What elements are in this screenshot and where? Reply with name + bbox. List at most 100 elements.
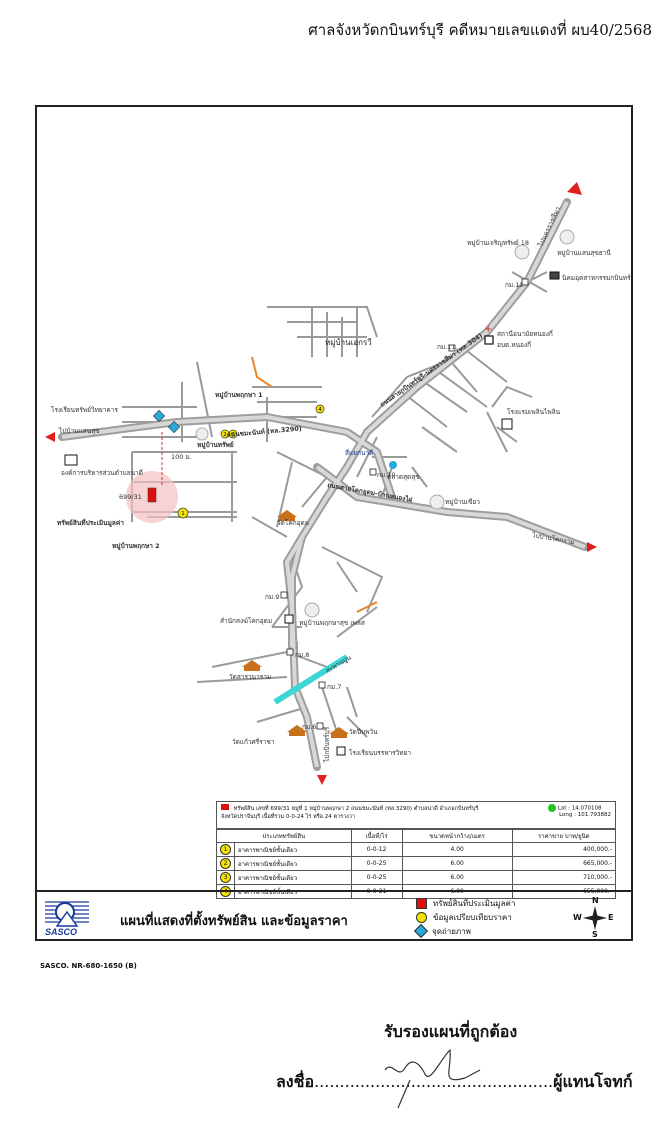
case-header: ศาลจังหวัดกบินทร์บุรี คดีหมายเลขแดงที่ ผ… bbox=[308, 21, 652, 39]
label-nongki-hosp: สถานีอนามัยหนองกี่ bbox=[497, 329, 553, 338]
cert-suffix: ผู้แทนโจทก์ bbox=[553, 1072, 633, 1091]
col-type: ประเภททรัพย์สิน bbox=[216, 829, 352, 843]
km-8: กม.8 bbox=[295, 651, 309, 659]
property-desc2: จังหวัดปราจีนบุรี เนื้อที่รวม 0-0-24 ไร่… bbox=[221, 814, 356, 820]
subject-marker bbox=[147, 487, 157, 503]
label-nikhom: นิคมอุตสาหกรรมกบินทร์บุรี bbox=[562, 274, 631, 282]
label-resort: โรงแรมเพลินไพลิน bbox=[507, 408, 561, 416]
row-front: 6.00 bbox=[401, 856, 513, 871]
label-junction: สี่แยกนาดี bbox=[345, 448, 373, 457]
compass-s: S bbox=[592, 930, 598, 939]
canal bbox=[273, 654, 349, 705]
label-ekkari: หมู่บ้านเอกรวี bbox=[325, 338, 372, 348]
label-wat-pv: วัดปีบพวัน bbox=[349, 728, 378, 736]
compass-w: W bbox=[573, 913, 582, 922]
village-icons bbox=[195, 229, 575, 618]
price-table: ประเภททรัพย์สิน เนื้อที่/ไร่ ขนาดหน้ากว้… bbox=[216, 829, 617, 899]
map-code: SASCO. NR-680-1650 (B) bbox=[40, 962, 137, 970]
direction-arrows bbox=[45, 182, 597, 785]
label-wat-sr: วัดสารวนาราม bbox=[229, 673, 271, 681]
km-7: กม.7 bbox=[327, 683, 341, 691]
label-charoenphon: หมู่บ้านเจริญทรัพย์ 18 bbox=[467, 239, 529, 247]
compass-n: N bbox=[592, 896, 599, 905]
label-village-kk: หมู่บ้านเขียว bbox=[445, 498, 480, 506]
label-nongki-obt: อบต.หนองกี่ bbox=[497, 340, 531, 349]
svg-text:4: 4 bbox=[318, 407, 322, 413]
label-village2: หมู่บ้านพฤกษา 2 bbox=[112, 541, 160, 551]
legend-photo: จุดถ่ายภาพ bbox=[432, 926, 471, 936]
label-office-kk: สำนักสงฆ์โคกอุดม bbox=[220, 617, 272, 625]
label-village-pn: หมู่บ้านพฤกษา 1 bbox=[215, 390, 263, 400]
label-obt-nadi: องค์การบริหารส่วนตำบลนาดี bbox=[61, 469, 143, 477]
row-front: 4.00 bbox=[401, 842, 513, 857]
table-row: 4 อาคารพาณิชย์ชั้นเดียว 0-0-21 6.00 655,… bbox=[216, 884, 617, 899]
property-desc: ทรัพย์สิน เลขที่ 699/31 หมู่ที่ 1 หมู่บ้… bbox=[233, 806, 479, 812]
label-subject-no: 699/31 bbox=[119, 493, 142, 501]
row-price: 710,000.- bbox=[511, 870, 617, 885]
gps-icon bbox=[548, 804, 557, 812]
label-bridge: สะพานปูน bbox=[324, 653, 353, 674]
road-bottom: ไปกบินทร์บุรี bbox=[323, 726, 331, 763]
km-posts bbox=[280, 278, 529, 730]
gps-lat: Lat : 14.070108 bbox=[557, 805, 602, 812]
map-legend: ทรัพย์สินที่ประเมินมูลค่า ข้อมูลเปรียบเท… bbox=[413, 896, 516, 939]
legend-compare: ข้อมูลเปรียบเทียบราคา bbox=[433, 912, 512, 922]
row-type: อาคารพาณิชย์ชั้นเดียว bbox=[234, 870, 352, 885]
map-title: แผนที่แสดงที่ตั้งทรัพย์สิน และข้อมูลราคา bbox=[120, 914, 348, 929]
table-row: 1 อาคารพาณิชย์ชั้นเดียว 0-0-12 4.00 400,… bbox=[216, 842, 617, 857]
km-9: กม.9 bbox=[265, 593, 279, 601]
cert-dots: ........................................… bbox=[314, 1072, 554, 1091]
location-map: 1 2 3 4 + bbox=[45, 182, 631, 785]
legend-subject: ทรัพย์สินที่ประเมินมูลค่า bbox=[433, 898, 516, 908]
svg-text:+: + bbox=[484, 324, 492, 335]
col-area: เนื้อที่/ไร่ bbox=[350, 829, 403, 843]
compass-e: E bbox=[608, 913, 614, 922]
price-table-box: ทรัพย์สิน เลขที่ 699/31 หมู่ที่ 1 หมู่บ้… bbox=[216, 801, 617, 899]
sasco-logo-icon bbox=[45, 901, 89, 927]
label-saensuk: หมู่บ้านแสนสุขธานี bbox=[557, 249, 611, 257]
cert-signature-line: ลงชื่อ..................................… bbox=[276, 1070, 633, 1095]
legend-compare-icon bbox=[416, 911, 427, 923]
row-marker: 3 bbox=[220, 872, 231, 883]
compass-icon: N S E W bbox=[573, 896, 615, 939]
building-icons bbox=[64, 271, 560, 756]
sasco-wordmark: SASCO bbox=[45, 927, 78, 937]
misc-marks: + bbox=[389, 324, 494, 469]
row-price: 400,000.- bbox=[511, 842, 617, 857]
map-footer: SASCO แผนที่แสดงที่ตั้งทรัพย์สิน และข้อม… bbox=[35, 890, 633, 943]
label-distance: 100 ม. bbox=[171, 453, 192, 461]
row-type: อาคารพาณิชย์ชั้นเดียว bbox=[234, 856, 352, 871]
label-village-npt: หมู่บ้านทรัพย์ bbox=[197, 440, 234, 450]
svg-text:3: 3 bbox=[231, 432, 235, 438]
temple-icons bbox=[242, 510, 349, 738]
svg-text:1: 1 bbox=[181, 511, 185, 517]
label-wat-kt: วัดแก้วศรีราชา bbox=[232, 738, 275, 746]
label-school-left: โรงเรียนทรัพย์วิทยาคาร bbox=[51, 406, 118, 414]
cert-line1: รับรองแผนที่ถูกต้อง bbox=[384, 1022, 518, 1041]
comparable-markers bbox=[177, 404, 325, 519]
photo-points bbox=[152, 409, 181, 434]
row-marker: 1 bbox=[220, 844, 231, 855]
svg-text:2: 2 bbox=[223, 432, 227, 438]
label-school-bt: โรงเรียนบรรหารวิทยา bbox=[349, 749, 411, 757]
km-11: กม.11 bbox=[437, 343, 456, 351]
map-frame bbox=[35, 105, 633, 941]
label-market: ตลาดสุดสุข bbox=[387, 473, 420, 481]
km-10: กม.10 bbox=[377, 471, 396, 479]
row-price: 665,000.- bbox=[511, 856, 617, 871]
table-row: 3 อาคารพาณิชย์ชั้นเดียว 0-0-25 6.00 710,… bbox=[216, 870, 617, 885]
row-area: 0-0-25 bbox=[350, 870, 403, 885]
road-left: ไปบ้านแสนสุข bbox=[58, 427, 100, 435]
label-wat-kk: วัดโคกอุดม bbox=[277, 519, 309, 527]
cert-prefix: ลงชื่อ bbox=[276, 1072, 315, 1091]
gps-long: Long : 101.793882 bbox=[559, 812, 611, 818]
row-marker: 2 bbox=[220, 858, 231, 869]
row-type: อาคารพาณิชย์ชั้นเดียว bbox=[234, 842, 352, 857]
col-front: ขนาดหน้ากว้าง/เมตร bbox=[401, 829, 513, 843]
km-12: กม.12 bbox=[505, 281, 524, 289]
legend-subject-icon bbox=[416, 897, 427, 909]
sasco-logo: SASCO bbox=[43, 898, 91, 938]
row-area: 0-0-12 bbox=[350, 842, 403, 857]
label-subject: ทรัพย์สินที่ประเมินมูลค่า bbox=[57, 517, 124, 528]
col-price: ราคาขาย บาท/ยูนิต bbox=[511, 829, 617, 843]
